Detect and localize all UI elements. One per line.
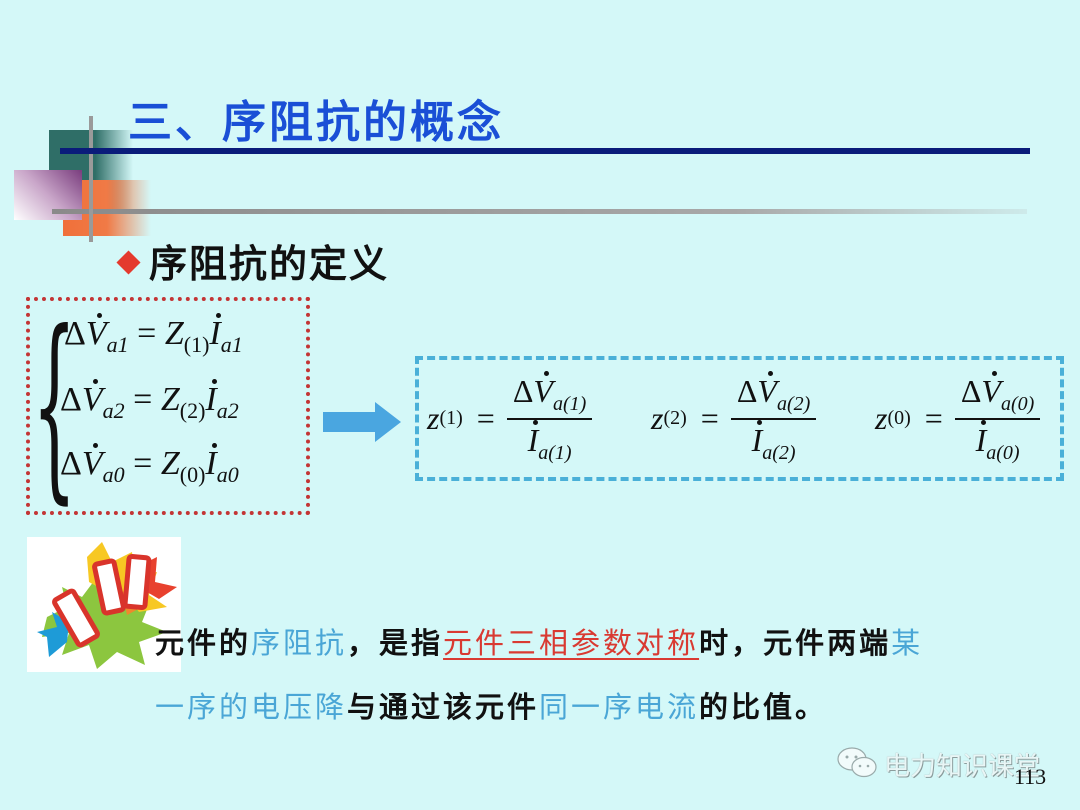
page-number: 113 [1014,764,1047,789]
definition-line-2: 一序的电压降与通过该元件同一序电流的比值。 [155,690,828,724]
decor-vertical-rule [89,116,93,242]
equation-system-box [26,297,310,515]
exclamation-stars-image [27,537,181,672]
z1-formula: z(1) = ΔVa(1) Ia(1) [427,360,593,477]
section-heading: 序阻抗的定义 [116,233,390,288]
wechat-icon [836,746,880,784]
equation-row: ΔVa0 = Z(0)Ia0 [60,443,239,487]
right-arrow-icon [323,402,401,442]
highlight-term: 序阻抗 [251,626,348,660]
impedance-definition-box: z(1) = ΔVa(1) Ia(1) z(2) = ΔVa(2) Ia(2) … [415,356,1064,481]
z2-formula: z(2) = ΔVa(2) Ia(2) [651,360,817,477]
left-brace-icon: { [32,289,77,522]
equation-system: ΔVa1 = Z(1)Ia1 ΔVa2 = Z(2)Ia2 ΔVa0 = Z(0… [26,297,310,515]
highlight-condition: 元件三相参数对称 [443,626,700,660]
diamond-bullet-icon [116,250,141,275]
definition-line-1: 元件的序阻抗，是指元件三相参数对称时，元件两端某 [155,626,924,660]
equation-row: ΔVa2 = Z(2)Ia2 [60,379,239,423]
section-heading-text: 序阻抗的定义 [149,242,390,286]
decor-gray-rule [52,209,1027,214]
slide-title: 三、序阻抗的概念 [128,97,504,148]
title-underline [60,148,1030,154]
watermark-text: 电力知识课堂 [884,752,1041,782]
z0-formula: z(0) = ΔVa(0) Ia(0) [875,360,1041,477]
equation-row: ΔVa1 = Z(1)Ia1 [64,313,243,357]
